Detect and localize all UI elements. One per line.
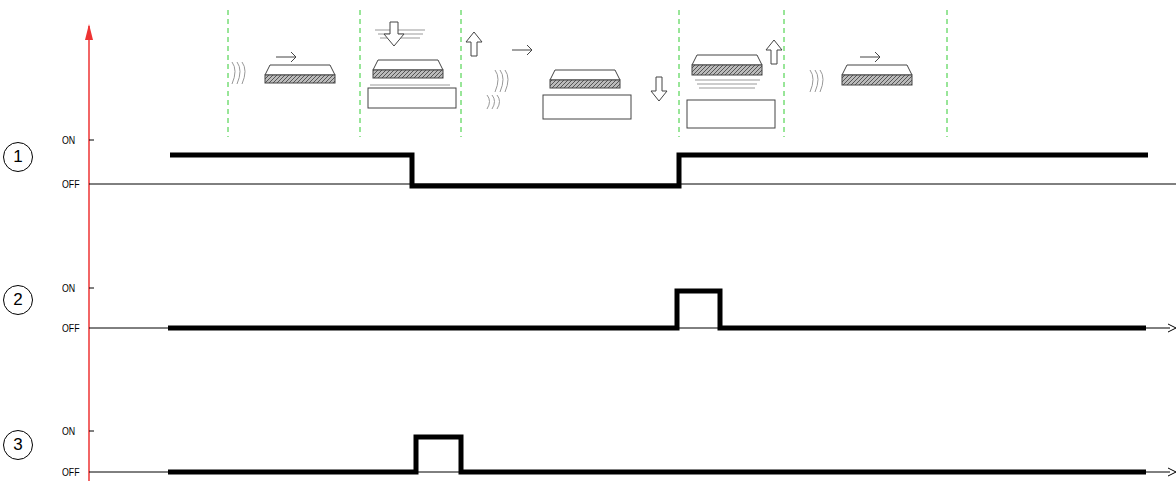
process-illustration: [232, 22, 912, 128]
callout-circle: 3: [3, 430, 33, 460]
signal-level-label: OFF: [62, 178, 80, 190]
callout-number: 1: [13, 147, 22, 167]
callout-circle: 1: [3, 142, 33, 172]
callout-number: 3: [13, 435, 22, 455]
phase-divider: [228, 10, 947, 137]
callout-circle: 2: [3, 285, 33, 315]
signal-level-label: OFF: [62, 322, 80, 334]
signal-level-label: ON: [62, 282, 75, 294]
signal-level-label: OFF: [62, 466, 80, 478]
off-baseline: [89, 184, 1176, 472]
callout-number: 2: [13, 290, 22, 310]
axis: [88, 26, 90, 481]
signal-trace: [168, 155, 1148, 472]
signal-level-label: ON: [62, 425, 75, 437]
signal-level-label: ON: [62, 134, 75, 146]
